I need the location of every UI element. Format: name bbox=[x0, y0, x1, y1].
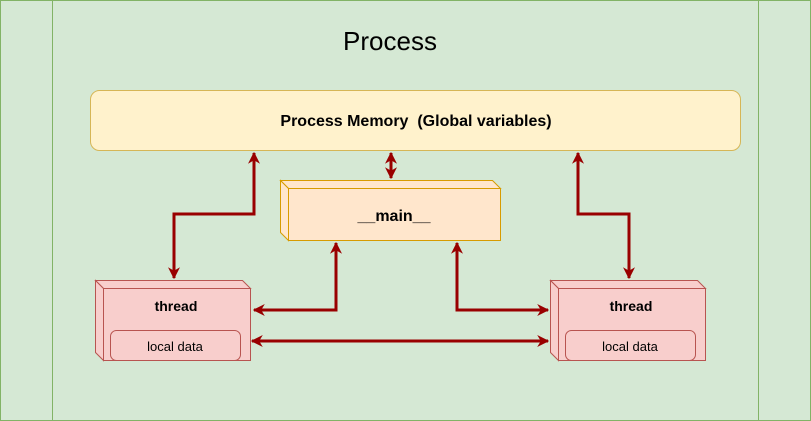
process-title: Process bbox=[343, 26, 437, 56]
main-block bbox=[279, 179, 502, 242]
arrow-memory-thread-right bbox=[572, 151, 635, 280]
process-memory-box bbox=[90, 90, 741, 151]
thread-right-local-label: local data bbox=[602, 339, 658, 354]
arrow-main-thread-left bbox=[252, 241, 342, 316]
thread-left-label: thread bbox=[155, 298, 198, 314]
arrow-main-thread-right bbox=[451, 241, 550, 316]
arrow-memory-thread-left bbox=[168, 151, 260, 280]
thread-left-local-box bbox=[110, 330, 241, 361]
process-memory-label: Process Memory (Global variables) bbox=[280, 113, 551, 130]
main-block-label: __main__ bbox=[357, 208, 432, 225]
thread-right-label: thread bbox=[610, 298, 653, 314]
thread-right-local-box bbox=[565, 330, 696, 361]
thread-left-local-label: local data bbox=[147, 339, 203, 354]
